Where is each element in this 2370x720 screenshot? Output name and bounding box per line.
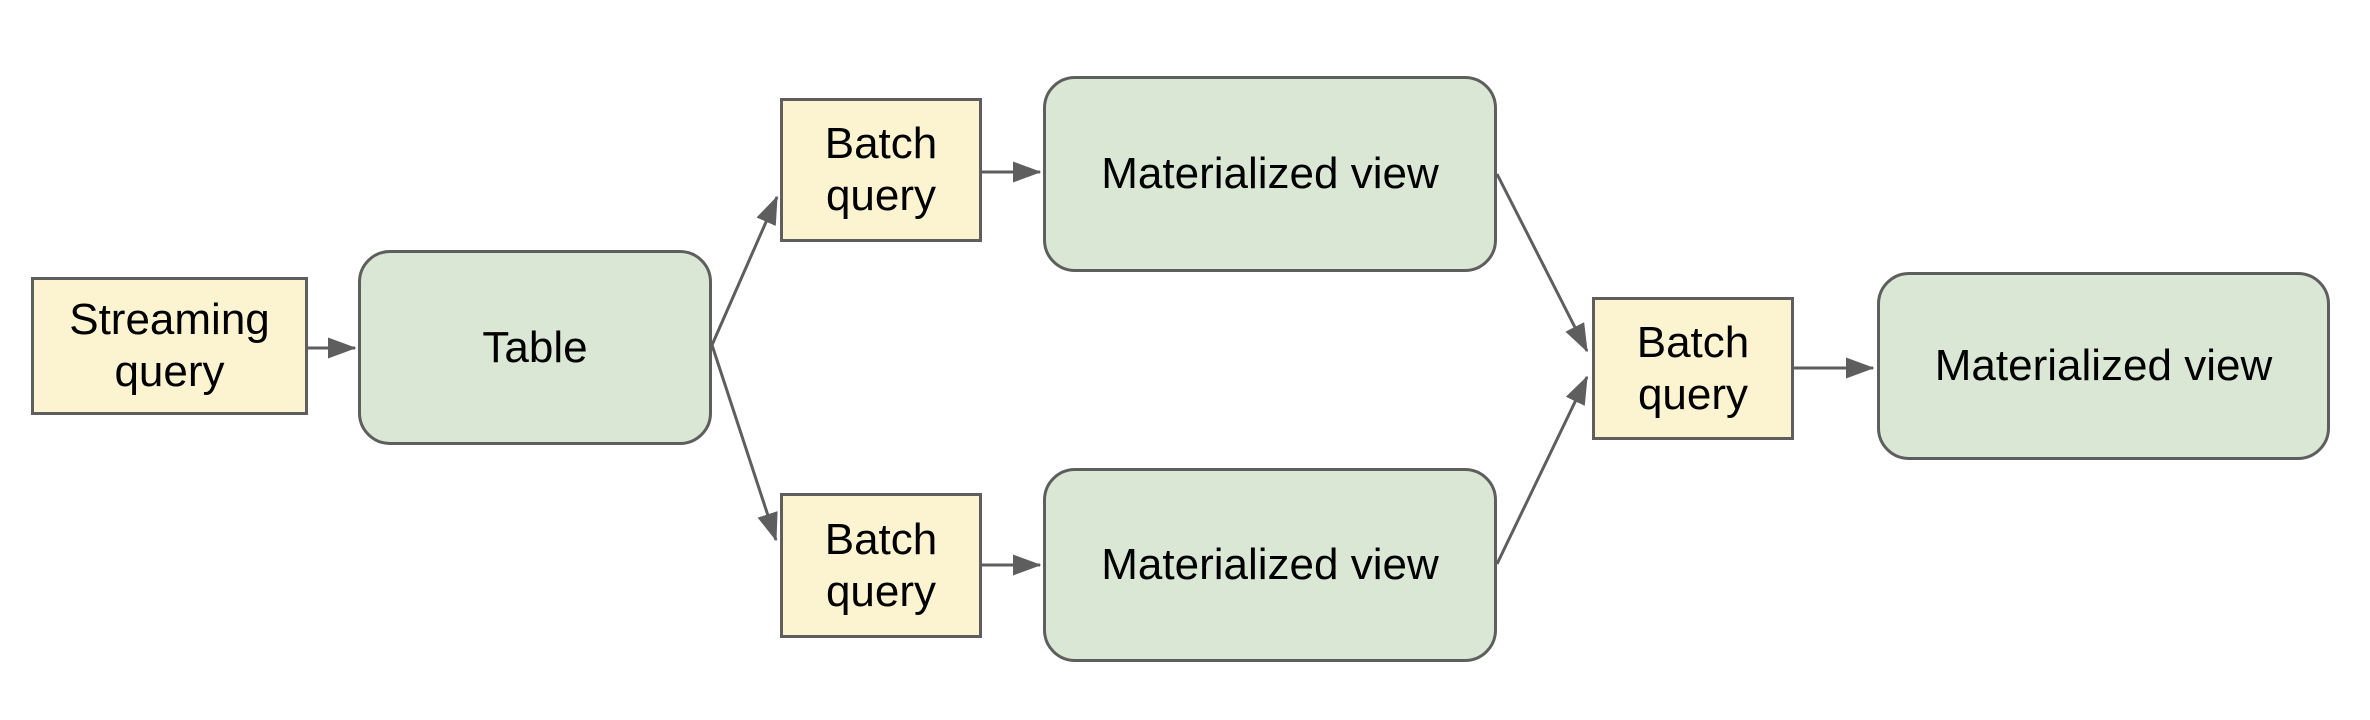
edge-mv-top-to-batch-right	[1495, 173, 1589, 353]
node-materialized-view-bottom: Materialized view	[1043, 468, 1497, 662]
node-streaming-query-label: Streaming query	[69, 295, 270, 396]
node-materialized-view-right-label: Materialized view	[1934, 341, 2273, 391]
node-batch-query-right: Batch query	[1592, 297, 1794, 440]
edge-table-to-batch-top	[710, 195, 779, 346]
node-batch-query-top-label: Batch query	[824, 119, 938, 220]
edge-table-to-batch-bottom	[710, 344, 778, 542]
node-streaming-query: Streaming query	[31, 277, 308, 415]
node-materialized-view-right: Materialized view	[1877, 272, 2330, 460]
node-batch-query-bottom: Batch query	[780, 493, 982, 638]
node-table: Table	[358, 250, 712, 445]
node-batch-query-bottom-label: Batch query	[824, 514, 938, 616]
edge-mv-bottom-to-batch-right	[1495, 375, 1589, 565]
node-materialized-view-top: Materialized view	[1043, 76, 1497, 272]
node-batch-query-top: Batch query	[780, 98, 982, 242]
node-batch-query-right-label: Batch query	[1636, 317, 1750, 419]
node-materialized-view-top-label: Materialized view	[1101, 149, 1439, 199]
node-materialized-view-bottom-label: Materialized view	[1101, 540, 1439, 590]
node-table-label: Table	[482, 322, 588, 372]
